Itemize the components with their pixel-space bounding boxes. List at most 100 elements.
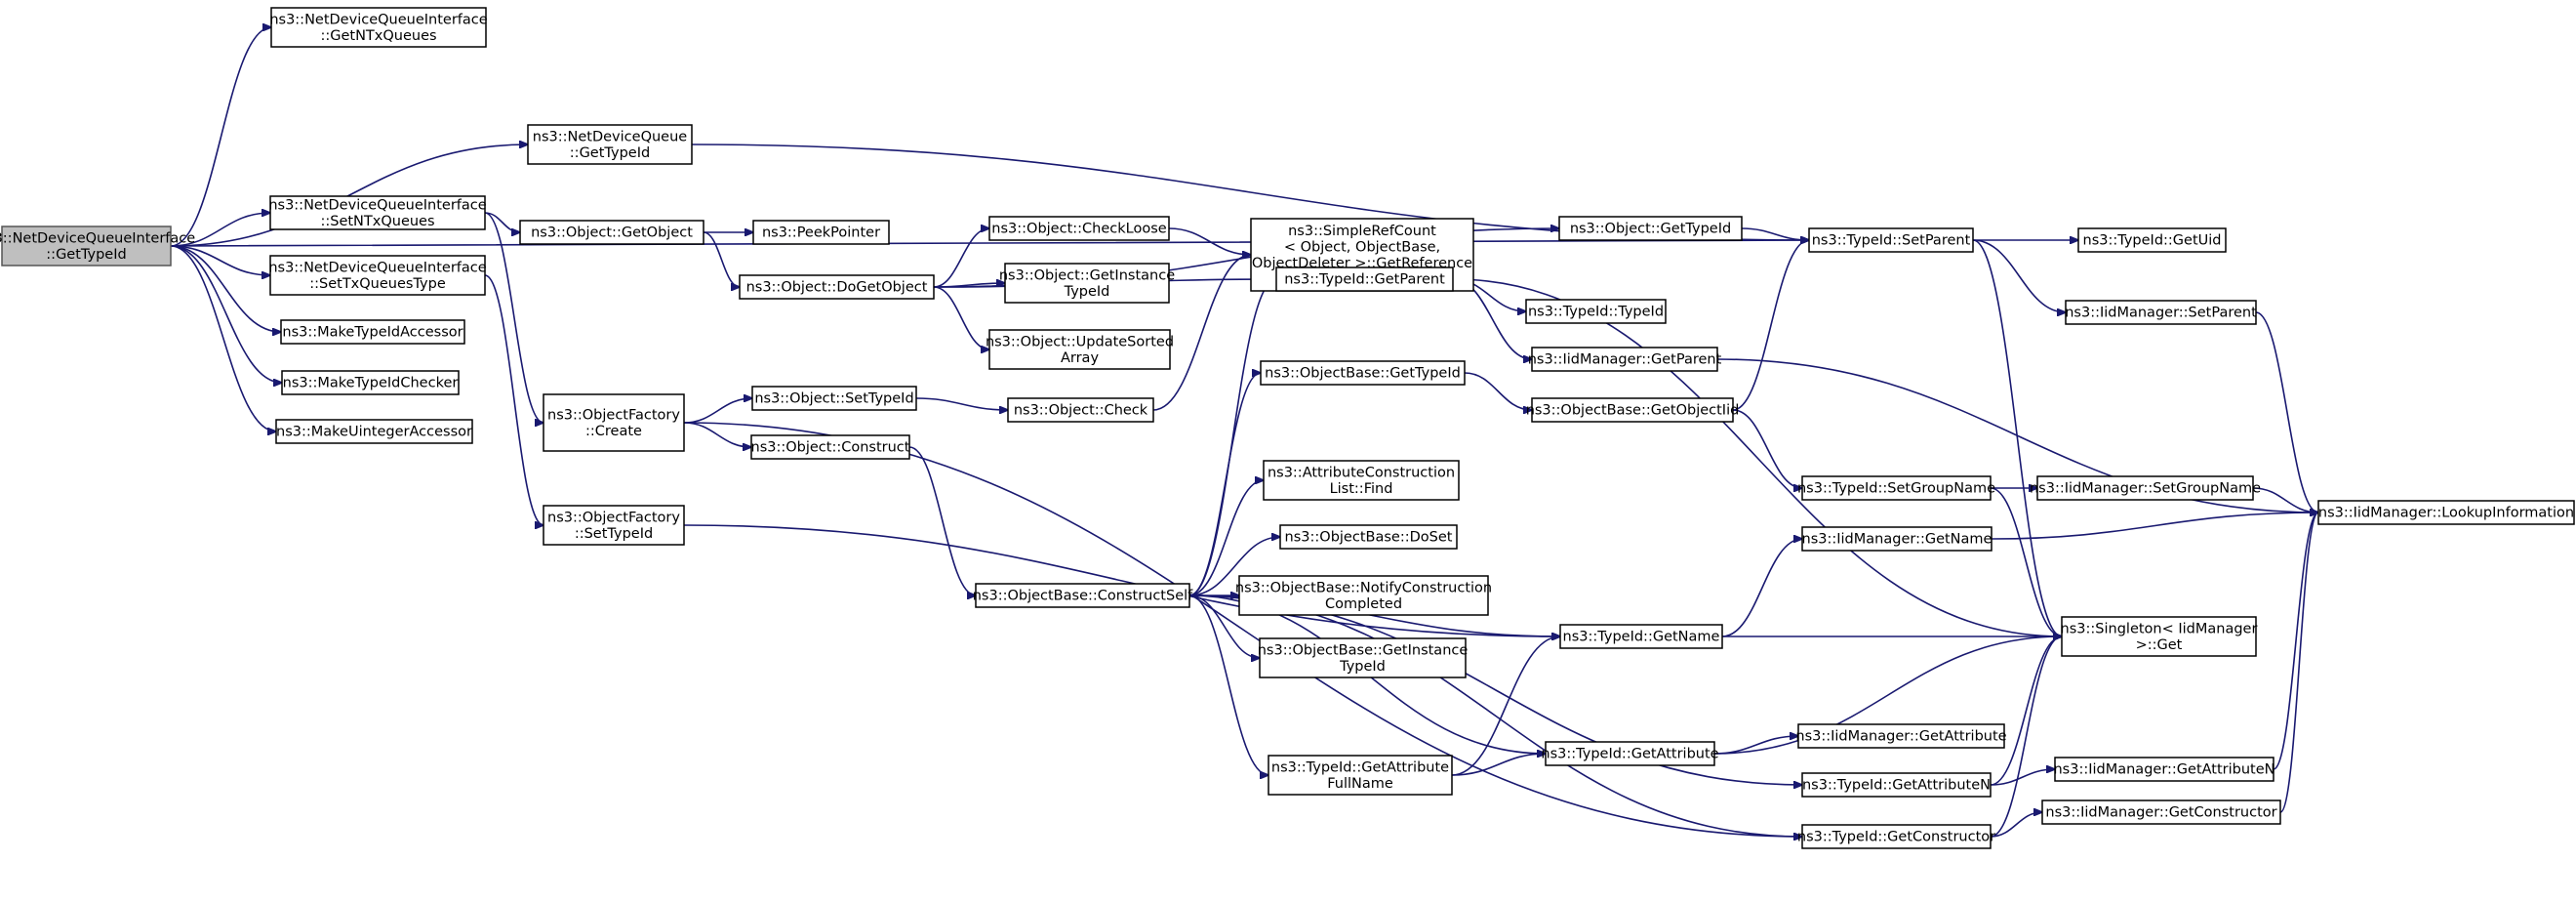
node-label: ns3::ObjectFactory [547,510,680,525]
edge-line [170,27,271,247]
node-label: ns3::MakeTypeIdChecker [283,376,459,391]
node-ofcreate[interactable]: ns3::ObjectFactory::Create [543,393,685,452]
node-label: ns3::AttributeConstruction [1268,465,1455,480]
node-getattrn[interactable]: ns3::TypeId::GetAttributeN [1801,772,1992,798]
node-box [750,434,910,460]
node-objcheck[interactable]: ns3::Object::Check [1007,397,1154,423]
node-checkloose[interactable]: ns3::Object::CheckLoose [988,216,1170,241]
node-label: ns3::IidManager::GetName [1802,532,1992,548]
node-box [527,124,693,165]
node-getuid[interactable]: ns3::TypeId::GetUid [2077,227,2227,253]
edge-root-to-ndqtypeid [170,144,528,247]
node-objgettypeid[interactable]: ns3::Object::GetTypeId [1558,216,1743,241]
edge-line [683,398,752,424]
node-box [275,419,473,444]
node-makeuintacc[interactable]: ns3::MakeUintegerAccessor [275,419,473,444]
node-settxtype[interactable]: ns3::NetDeviceQueueInterface::SetTxQueue… [268,255,487,296]
node-obnotify[interactable]: ns3::ObjectBase::NotifyConstructionCompl… [1235,575,1492,616]
node-label: ns3::Object::GetObject [531,226,693,241]
edge-ofcreate-to-objconstruct [683,422,751,447]
node-objconstruct[interactable]: ns3::Object::Construct [750,434,910,460]
node-label: ::SetTxQueuesType [309,276,446,292]
edge-obgettypeid-to-obgetobjectiid [1464,372,1532,410]
node-ndqtypeid[interactable]: ns3::NetDeviceQueue::GetTypeId [527,124,693,165]
node-label: ns3::ObjectBase::GetInstance [1258,642,1469,658]
node-label: ns3::ObjectBase::NotifyConstruction [1235,580,1492,595]
node-label: ns3::ObjectBase::ConstructSelf [973,589,1193,604]
node-iidgetattr[interactable]: ns3::IidManager::GetAttribute [1795,723,2007,749]
node-iidsetgroupname[interactable]: ns3::IidManager::SetGroupName [2030,475,2261,501]
node-getntx[interactable]: ns3::NetDeviceQueueInterface::GetNTxQueu… [269,7,488,48]
node-label: ns3::Object::DoGetObject [746,280,928,296]
node-dogetobject[interactable]: ns3::Object::DoGetObject [739,274,935,300]
node-label: ns3::NetDeviceQueueInterface [268,260,486,275]
node-ofsettypeid[interactable]: ns3::ObjectFactory::SetTypeId [543,505,685,546]
node-singleton[interactable]: ns3::Singleton< IidManager>::Get [2061,616,2258,657]
node-iidsetparent[interactable]: ns3::IidManager::SetParent [2065,300,2257,325]
node-label: ns3::IidManager::SetGroupName [2030,481,2261,497]
edge-line [1188,279,1276,596]
node-setntx[interactable]: ns3::NetDeviceQueueInterface::SetNTxQueu… [268,195,487,230]
node-box [1007,397,1154,423]
node-box [739,274,935,300]
edge-line [1732,240,1809,411]
node-maketypeacc[interactable]: ns3::MakeTypeIdAccessor [280,319,465,345]
edge-line [683,422,751,447]
node-label: ns3::TypeId::GetAttribute [1271,759,1449,775]
edge-objcheck-to-refcount [1152,255,1251,411]
node-lookupinfo[interactable]: ns3::IidManager::LookupInformation [2317,500,2575,525]
node-iidgetattrn[interactable]: ns3::IidManager::GetAttributeN [2053,757,2275,782]
edge-getctor-to-iidgetctor [1990,812,2042,838]
node-label: ::SetTypeId [575,526,653,542]
node-getobject[interactable]: ns3::Object::GetObject [519,220,704,245]
node-obdoset[interactable]: ns3::ObjectBase::DoSet [1279,524,1458,550]
node-root: ns3::NetDeviceQueueInterface::GetTypeId [0,226,195,266]
node-box [1260,360,1466,386]
node-obgetobjectiid[interactable]: ns3::ObjectBase::GetObjectIid [1526,397,1740,423]
node-typeidctor[interactable]: ns3::TypeId::TypeId [1525,299,1667,324]
node-box [269,195,486,230]
node-box [1801,526,1992,552]
edge-line [1990,769,2055,786]
node-label: ::SetNTxQueues [320,214,434,229]
node-box [280,319,465,345]
node-setparent[interactable]: ns3::TypeId::SetParent [1808,227,1974,253]
node-iidgetctor[interactable]: ns3::IidManager::GetConstructor [2041,800,2281,825]
node-label: ::GetTypeId [570,145,650,161]
node-label: ns3::Object::CheckLoose [991,222,1166,237]
node-getctor[interactable]: ns3::TypeId::GetConstructor [1797,824,1995,849]
edge-getobject-to-dogetobject [703,231,740,287]
node-label: ns3::NetDeviceQueue [533,129,687,144]
node-label: ns3::IidManager::GetAttribute [1795,729,2006,745]
node-objsettypeid[interactable]: ns3::Object::SetTypeId [751,386,917,411]
node-obconstructself[interactable]: ns3::ObjectBase::ConstructSelf [973,583,1193,608]
edge-line [1721,539,1802,637]
node-iidgetparent[interactable]: ns3::IidManager::GetParent [1528,347,1722,372]
node-box [988,329,1171,370]
node-label: ns3::ObjectBase::GetObjectIid [1526,403,1740,419]
edge-line [1991,512,2318,540]
node-getparent[interactable]: ns3::TypeId::GetParent [1275,266,1454,292]
node-getattribute[interactable]: ns3::TypeId::GetAttribute [1541,741,1719,766]
node-maketypechk[interactable]: ns3::MakeTypeIdChecker [281,370,460,395]
node-peekptr[interactable]: ns3::PeekPointer [752,220,890,245]
edge-line [484,274,543,525]
edge-line [1188,480,1264,596]
edge-line [915,397,1008,410]
node-label: ::GetTypeId [46,247,126,263]
node-obgettypeid[interactable]: ns3::ObjectBase::GetTypeId [1260,360,1466,386]
node-box [1801,772,1992,798]
node-box [1279,524,1458,550]
node-gettypename[interactable]: ns3::TypeId::GetName [1559,624,1723,649]
node-setgroupname[interactable]: ns3::TypeId::SetGroupName [1797,475,1995,501]
node-label: ::Create [585,424,642,439]
edge-line [1972,239,2066,312]
node-label: >::Get [2136,637,2183,653]
node-iidgetname[interactable]: ns3::IidManager::GetName [1801,526,1992,552]
edge-getattrn-to-iidgetattrn [1990,769,2055,786]
